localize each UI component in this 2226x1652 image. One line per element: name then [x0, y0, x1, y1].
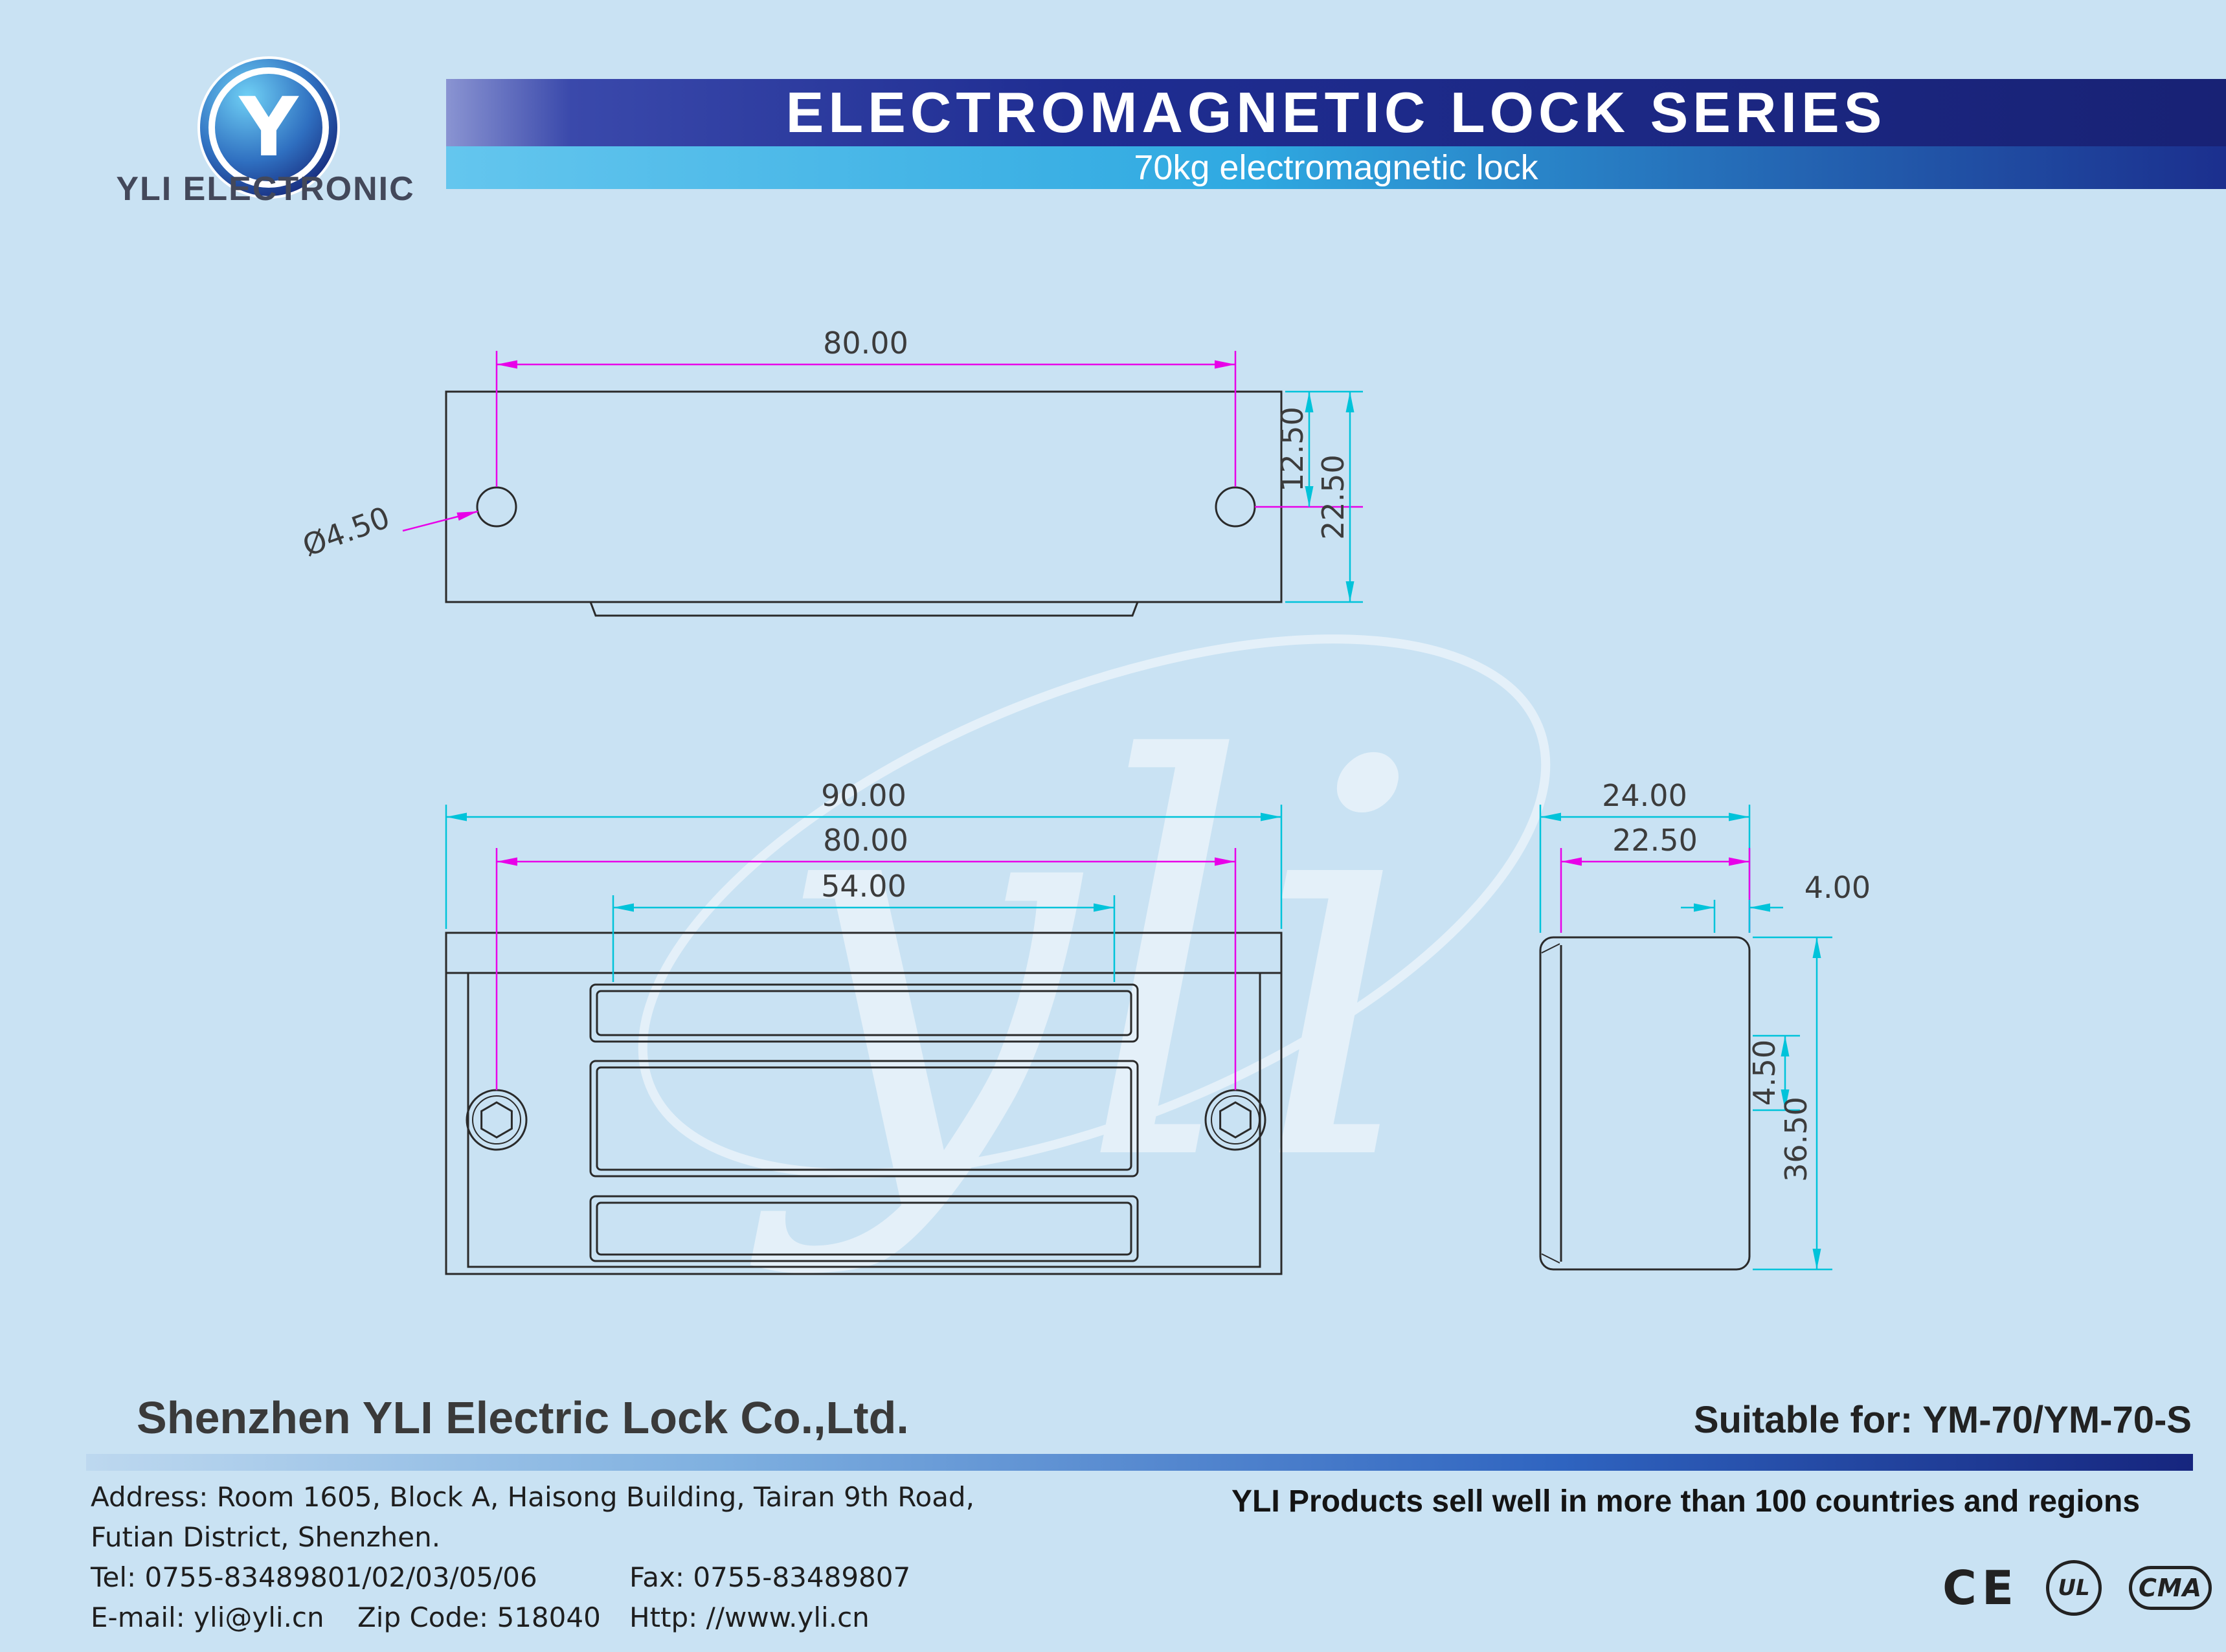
side-view-outline	[1539, 936, 1751, 1271]
screw-right-inner	[1211, 1095, 1260, 1144]
screw-right	[1204, 1089, 1266, 1151]
screw-right-hex	[1219, 1101, 1252, 1139]
dim-label-1250: 12.50	[1275, 407, 1310, 492]
cma-mark-icon: CMA	[2129, 1566, 2212, 1610]
front-view-outline	[445, 932, 1283, 1275]
dim-label-3650: 36.50	[1779, 1097, 1814, 1182]
magnet-bar-bottom-inner	[596, 1201, 1132, 1256]
dim-label-54: 54.00	[821, 869, 906, 904]
dim-side-lip	[1681, 900, 1783, 933]
top-view	[445, 390, 1283, 617]
telephone: Tel: 0755-83489801/02/03/05/06	[91, 1561, 537, 1593]
address-line-2: Futian District, Shenzhen.	[91, 1521, 441, 1553]
logo-caption: YLI ELECTRONIC	[116, 170, 415, 208]
dim-label-90: 90.00	[821, 778, 906, 813]
fax: Fax: 0755-83489807	[629, 1561, 911, 1593]
magnet-bar-bottom	[589, 1195, 1139, 1262]
magnet-bar-middle	[589, 1060, 1139, 1178]
address-line-1: Address: Room 1605, Block A, Haisong Bui…	[91, 1481, 974, 1513]
dim-side-step	[1753, 1034, 1800, 1111]
magnet-bar-top	[589, 983, 1139, 1043]
series-title: ELECTROMAGNETIC LOCK SERIES	[446, 79, 2226, 146]
dim-side-height	[1753, 936, 1832, 1271]
watermark-text: yli	[745, 648, 1426, 1281]
top-view-hole-right	[1215, 486, 1256, 528]
dim-label-side-2250: 22.50	[1612, 823, 1698, 858]
dim-label-450: 4.50	[1747, 1040, 1782, 1106]
email: E-mail: yli@yli.cn	[91, 1602, 324, 1633]
side-view-chamfer-bottom	[1541, 1253, 1560, 1264]
header-banner: ELECTROMAGNETIC LOCK SERIES 70kg electro…	[446, 79, 2226, 189]
dim-top-offset	[1285, 390, 1363, 603]
dim-label-400: 4.00	[1804, 870, 1871, 905]
logo-ring	[208, 67, 329, 188]
website: Http: //www.yli.cn	[629, 1602, 870, 1633]
footer-company-name: Shenzhen YLI Electric Lock Co.,Ltd.	[137, 1392, 909, 1443]
dim-label-top-2250: 22.50	[1316, 454, 1351, 540]
certification-marks: CE UL CMA	[1942, 1552, 2226, 1624]
suitable-for: Suitable for: YM-70/YM-70-S	[1693, 1399, 2192, 1441]
screw-left-inner	[472, 1095, 521, 1144]
ce-mark-icon: CE	[1942, 1561, 2019, 1615]
dim-top-hole-diameter	[402, 510, 478, 532]
footer-divider	[86, 1454, 2193, 1471]
dim-label-hole-dia: Ø4.50	[298, 500, 394, 563]
watermark: yli	[638, 634, 1551, 1281]
dim-label-24: 24.00	[1602, 778, 1687, 813]
top-view-hole-left	[476, 486, 517, 528]
top-view-lip	[589, 601, 1139, 617]
dim-front-overall	[445, 805, 1283, 929]
side-view	[1539, 936, 1751, 1271]
logo-disc	[197, 56, 340, 199]
dim-top-hole-spacing	[495, 351, 1363, 508]
series-subtitle: 70kg electromagnetic lock	[446, 146, 2226, 189]
front-view-inner	[467, 972, 1261, 1268]
dim-side-body-depth	[1560, 848, 1751, 933]
dim-side-depth	[1539, 805, 1751, 933]
ul-mark-icon: UL	[2046, 1560, 2102, 1616]
dim-label-front-80: 80.00	[823, 823, 908, 858]
front-view	[445, 932, 1283, 1275]
dim-front-hole-spacing	[495, 848, 1237, 1090]
magnet-bar-middle-inner	[596, 1066, 1132, 1171]
side-view-chamfer-top	[1541, 943, 1560, 954]
company-logo: Y	[197, 56, 340, 199]
dim-front-magnet-width	[612, 895, 1116, 982]
screw-left	[466, 1089, 528, 1151]
top-view-outline	[445, 390, 1283, 603]
magnet-bar-top-inner	[596, 990, 1132, 1036]
zip-code: Zip Code: 518040	[357, 1602, 601, 1633]
screw-left-hex	[480, 1101, 513, 1139]
dim-label-top-80: 80.00	[823, 326, 908, 361]
watermark-ellipse	[638, 634, 1551, 1178]
marketing-tagline: YLI Products sell well in more than 100 …	[1231, 1484, 2141, 1519]
logo-letter: Y	[238, 80, 299, 175]
